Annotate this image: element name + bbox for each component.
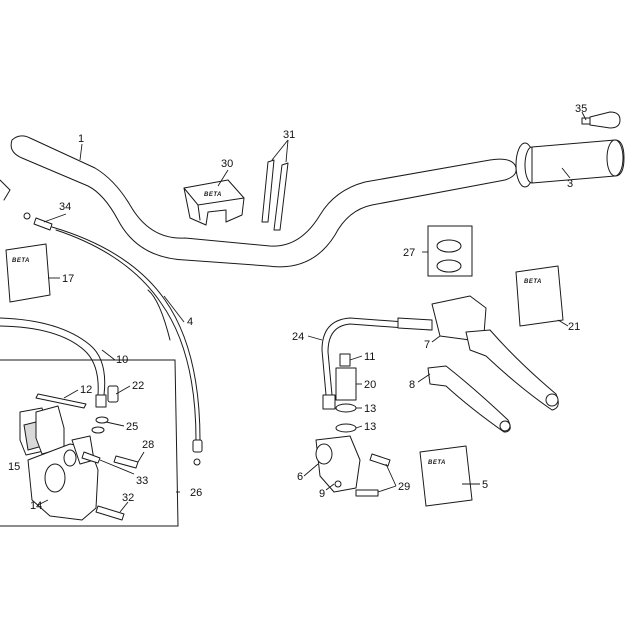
callout-28: 28 (142, 439, 154, 451)
hand-guard-lower: BETA (419, 445, 473, 507)
callout-22: 22 (132, 380, 144, 392)
callout-12: 12 (80, 384, 92, 396)
callout-20: 20 (364, 379, 376, 391)
callout-32: 32 (122, 492, 134, 504)
bar-end-plug (581, 111, 621, 129)
callout-17: 17 (62, 273, 74, 285)
reservoir-cap-kit (427, 225, 473, 277)
brake-hose-right (321, 317, 433, 410)
hand-guard-left: BETA (5, 243, 51, 303)
hand-guard-right: BETA (515, 265, 564, 327)
callout-34: 34 (59, 201, 71, 213)
callout-11: 11 (364, 351, 375, 363)
master-cylinder (315, 435, 361, 493)
callout-5: 5 (482, 479, 488, 491)
callout-6: 6 (297, 471, 303, 483)
callout-13a: 13 (364, 403, 376, 415)
throttle-cable (23, 212, 203, 466)
brake-lever-assembly (427, 295, 559, 433)
throttle-grip (515, 139, 625, 188)
screws (355, 453, 391, 497)
callout-15: 15 (8, 461, 20, 473)
clamp-logo: BETA (204, 192, 222, 198)
callout-10: 10 (116, 354, 128, 366)
hand-guard-lower-logo: BETA (428, 460, 446, 466)
callout-14: 14 (30, 500, 42, 512)
callout-30: 30 (221, 158, 233, 170)
callout-9: 9 (319, 488, 325, 500)
callout-29: 29 (398, 481, 410, 493)
group-bracket (0, 359, 179, 527)
cropped-part-left (0, 179, 11, 201)
cable-ties (261, 159, 289, 231)
callout-7: 7 (424, 339, 430, 351)
callout-21: 21 (568, 321, 580, 333)
callout-4: 4 (187, 316, 193, 328)
callout-33: 33 (136, 475, 148, 487)
bar-clamp-cover: BETA (183, 179, 245, 226)
callout-24: 24 (292, 331, 304, 343)
brake-hose-left (0, 317, 107, 408)
callout-8: 8 (409, 379, 415, 391)
banjo-bolt (91, 385, 119, 434)
callout-3: 3 (567, 178, 573, 190)
brake-pads (19, 405, 65, 456)
pad-pin (35, 393, 87, 409)
caliper-bolts (81, 451, 139, 521)
callout-26: 26 (190, 487, 202, 499)
hand-guard-right-logo: BETA (524, 279, 542, 285)
callout-1: 1 (78, 133, 84, 145)
callout-13b: 13 (364, 421, 376, 433)
handlebar (10, 135, 517, 341)
leader-lines (37, 111, 587, 513)
hose-fittings (335, 353, 357, 433)
callout-35: 35 (575, 103, 587, 115)
callout-labels: 1 3 4 5 6 7 8 9 10 11 12 13 13 14 15 17 … (8, 103, 587, 512)
hand-guard-left-logo: BETA (12, 258, 30, 264)
callout-25: 25 (126, 421, 138, 433)
callout-31: 31 (283, 129, 295, 141)
callout-27: 27 (403, 247, 415, 259)
